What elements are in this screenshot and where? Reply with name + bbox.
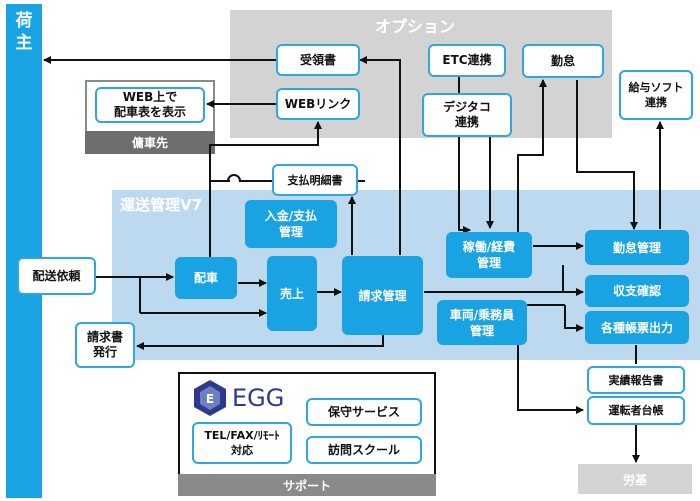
etc-node: ETC連携 [428,44,506,77]
untensha-node: 運転者台帳 [587,396,685,425]
sharyo-node: 車両/乗務員 管理 [437,300,527,345]
labor-label: 労基 [578,464,692,494]
web-link-node: WEBリンク [276,88,360,120]
nyukin-node: 入金/支払 管理 [245,200,337,248]
shiharai-meisai-node: 支払明細書 [272,164,358,196]
kintai-kanri-node: 勤怠管理 [585,230,689,265]
kado-node: 稼働/経費 管理 [446,232,532,278]
hoshu-node: 保守サービス [306,398,422,426]
haisou-irai-node: 配送依頼 [17,257,96,295]
shipper-bar [6,4,42,498]
web-display-node: WEB上で 配車表を表示 [95,87,205,123]
support-label: サポート [178,474,436,496]
jisseki-node: 実績報告書 [587,366,685,394]
haisha-node: 配車 [175,257,237,299]
options-title: オプション [374,17,455,36]
egg-logo: E EGG [190,378,290,418]
seikyusho-node: 請求書 発行 [75,322,135,368]
shipper-label: 荷 主 [15,11,33,53]
uriage-node: 売上 [267,256,317,331]
juryosho-node: 受領書 [276,44,360,76]
svg-text:E: E [206,392,214,406]
digitaco-node: デジタコ 連携 [422,93,512,137]
kintai-node: 勤怠 [522,44,604,78]
homon-node: 訪問スクール [306,436,422,464]
kyuyo-node: 給与ソフト 連携 [619,70,693,120]
carrier-label: 傭車先 [85,131,215,154]
shushi-node: 収支確認 [585,275,689,307]
logo-text: EGG [232,384,285,412]
chohyo-node: 各種帳票出力 [585,311,689,344]
tel-node: TEL/FAX/ﾘﾓｰﾄ 対応 [192,422,292,464]
v7-title: 運送管理V7 [120,196,203,214]
seikyu-node: 請求管理 [342,256,423,335]
